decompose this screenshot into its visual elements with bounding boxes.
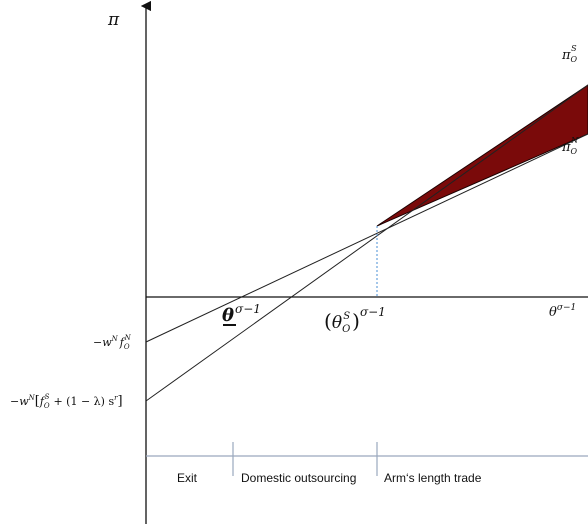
region-domestic-outsourcing: Domestic outsourcing <box>241 471 356 485</box>
pi-S-label: πOS <box>561 44 578 64</box>
lower-threshold-label: θσ−1 <box>222 302 261 326</box>
pi-S-line <box>145 84 588 402</box>
lower-intercept-label: −wN[fOS+ (1 − λ) sr] <box>10 393 123 410</box>
x-axis-label: θσ−1 <box>549 303 576 320</box>
shaded-profit-gap <box>376 84 588 227</box>
region-exit: Exit <box>177 471 198 485</box>
pi-N-label: πON <box>561 136 579 156</box>
pi-N-line <box>145 133 588 343</box>
y-axis-label: π <box>107 10 120 30</box>
region-arms-length-trade: Arm‘s length trade <box>384 471 482 485</box>
theta-S-threshold-label: (θOS)σ−1 <box>324 305 386 335</box>
